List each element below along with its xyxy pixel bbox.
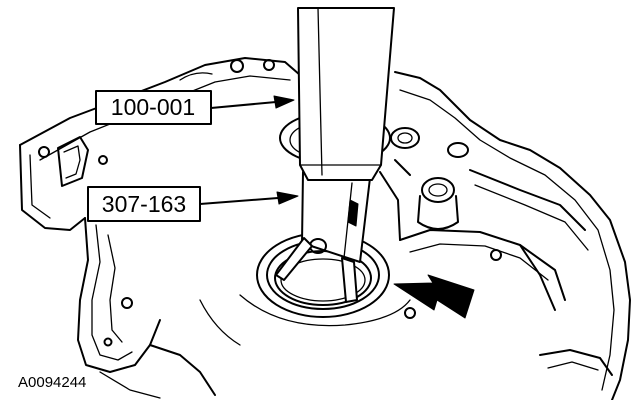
- installation-arrow: [393, 274, 475, 319]
- callout-box-100-001: [95, 90, 212, 125]
- figure-id-label: A0094244: [18, 374, 86, 391]
- callout-box-307-163: [87, 186, 201, 222]
- callout-307-163: 307-163: [87, 186, 299, 222]
- callout-100-001: 100-001: [95, 90, 295, 125]
- handle-tool: [297, 7, 395, 181]
- callout-label-100-001: 100-001: [111, 94, 195, 120]
- leader-line-100-001: [210, 101, 277, 109]
- seal-installer-tool: [275, 171, 371, 303]
- leader-arrowhead-100-001: [273, 95, 295, 109]
- callout-label-307-163: 307-163: [102, 191, 186, 217]
- leader-arrowhead-307-163: [276, 191, 299, 205]
- leader-line-307-163: [199, 197, 279, 205]
